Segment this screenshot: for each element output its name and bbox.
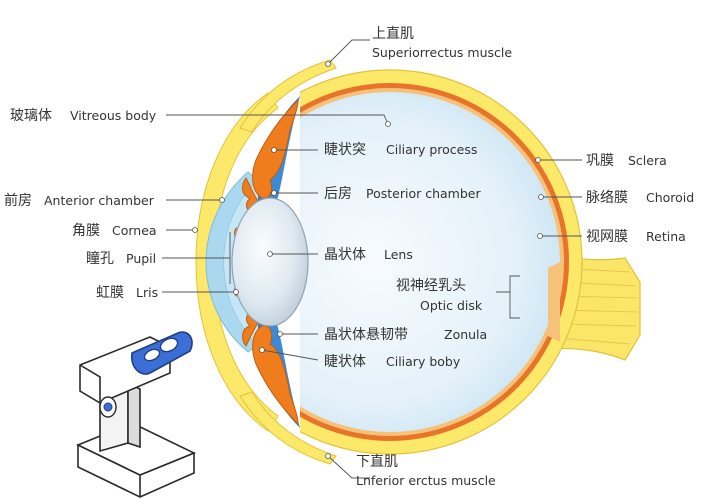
sclera-zh: 巩膜 — [586, 153, 614, 169]
iris-en: Lris — [136, 285, 158, 300]
eyeball — [195, 59, 641, 465]
superior-rectus-en: Superiorrectus muscle — [372, 45, 512, 60]
vitreous-body-en: Vitreous body — [70, 108, 157, 123]
lens-en: Lens — [384, 247, 413, 262]
labels: 上直肌 Superiorrectus muscle 玻璃体 Vitreous b… — [4, 25, 694, 488]
choroid-zh: 脉络膜 — [586, 190, 628, 206]
retina-en: Retina — [646, 229, 686, 244]
ciliary-process-zh: 睫状突 — [324, 142, 366, 158]
lens — [231, 197, 309, 327]
cornea-zh: 角膜 — [72, 223, 100, 239]
superior-rectus-muscle — [239, 59, 337, 133]
optic-disk-en: Optic disk — [420, 298, 483, 313]
ciliary-body-zh: 睫状体 — [324, 354, 366, 370]
ciliary-process-en: Ciliary process — [386, 142, 477, 157]
superior-rectus-zh: 上直肌 — [372, 25, 414, 42]
vitreous-body-zh: 玻璃体 — [10, 107, 52, 124]
inferior-rectus-en: Lnferior erctus muscle — [356, 473, 496, 488]
sclera-en: Sclera — [628, 153, 667, 168]
leader-lines — [162, 39, 582, 479]
lens-zh: 晶状体 — [324, 247, 366, 263]
anterior-chamber-zh: 前房 — [4, 192, 32, 209]
ciliary-body-en: Ciliary boby — [386, 354, 461, 369]
retina-zh: 视网膜 — [586, 229, 628, 245]
choroid-en: Choroid — [646, 190, 694, 205]
cornea-en: Cornea — [112, 223, 157, 238]
eye-model-icon — [76, 331, 196, 498]
posterior-chamber-zh: 后房 — [324, 186, 352, 202]
inferior-rectus-muscle — [239, 391, 337, 465]
posterior-chamber-en: Posterior chamber — [366, 186, 481, 201]
zonula-en: Zonula — [444, 327, 487, 342]
pupil-en: Pupil — [126, 251, 156, 266]
iris-zh: 虹膜 — [96, 285, 124, 301]
vitreous-body — [220, 92, 560, 432]
inferior-rectus-zh: 下直肌 — [356, 453, 398, 470]
zonula-zh: 晶状体悬韧带 — [324, 327, 408, 343]
pupil-zh: 瞳孔 — [86, 250, 114, 267]
optic-disk-zh: 视神经乳头 — [396, 278, 466, 294]
anterior-chamber-en: Anterior chamber — [44, 193, 155, 208]
